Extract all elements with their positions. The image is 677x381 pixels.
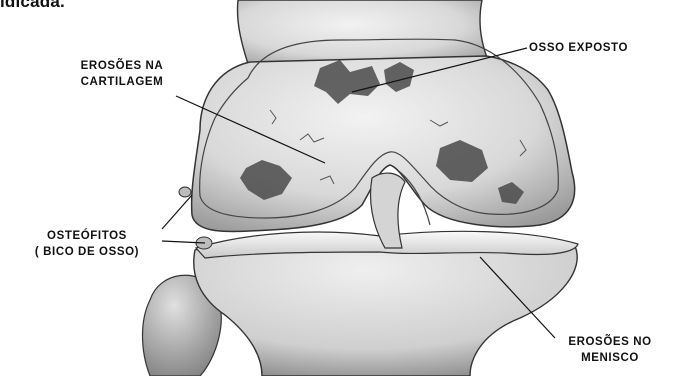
label-line: OSTEÓFITOS: [8, 228, 166, 244]
label-line: EROSÕES NO: [557, 334, 663, 350]
label-cartilage-erosions: EROSÕES NA CARTILAGEM: [48, 58, 196, 90]
tibia: [194, 234, 577, 376]
label-line: ( BICO DE OSSO): [8, 244, 166, 260]
label-line: MENISCO: [557, 350, 663, 366]
label-exposed-bone: OSSO EXPOSTO: [529, 40, 628, 56]
header-cut-text: idicada.: [0, 0, 65, 12]
label-line: EROSÕES NA: [48, 58, 196, 74]
label-meniscus-erosions: EROSÕES NO MENISCO: [557, 334, 663, 366]
label-osteophytes: OSTEÓFITOS ( BICO DE OSSO): [8, 228, 166, 260]
label-line: CARTILAGEM: [48, 74, 196, 90]
